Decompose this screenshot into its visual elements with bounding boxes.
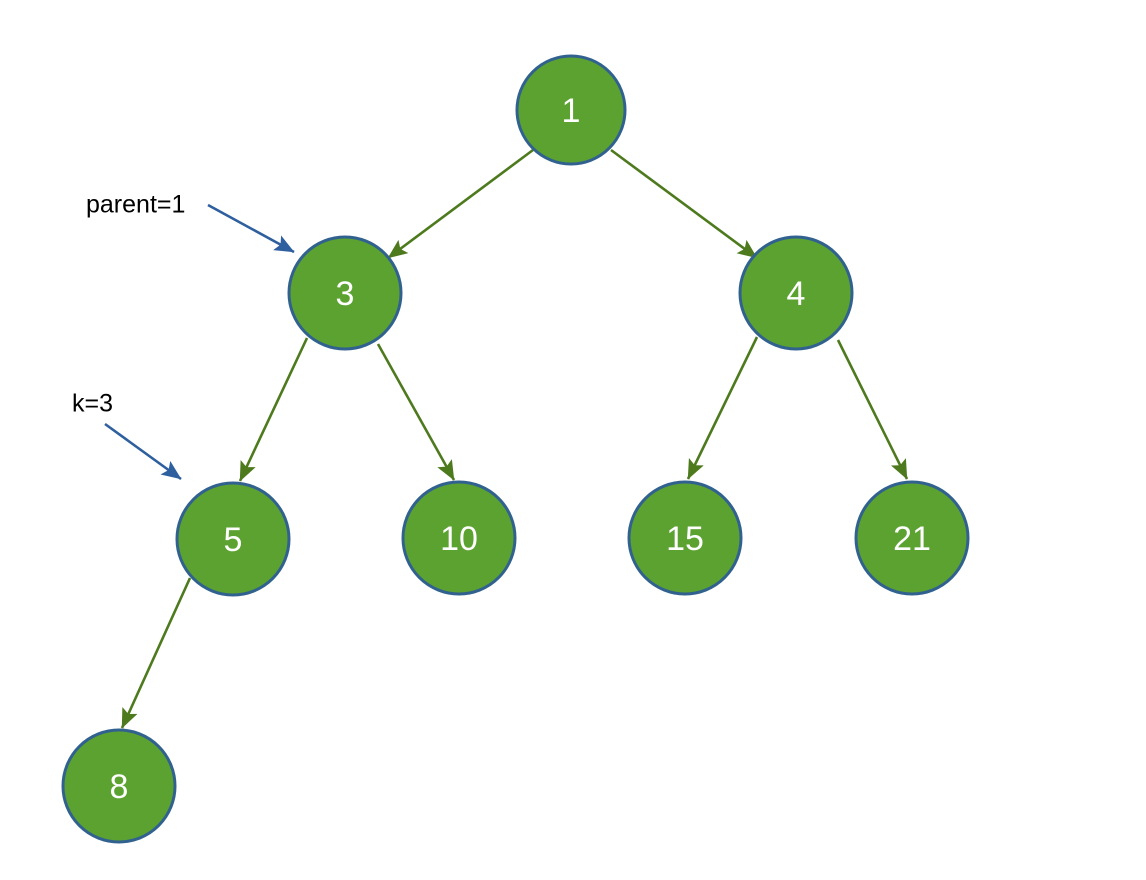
tree-node-1[interactable]: 1 (515, 54, 627, 166)
node-label-15: 15 (666, 520, 704, 558)
node-label-21: 21 (893, 520, 931, 558)
tree-edge-n3-to-n5 (238, 337, 309, 482)
node-circle-8[interactable] (61, 728, 177, 844)
tree-edge-n5-to-n8 (120, 577, 192, 729)
node-label-5: 5 (224, 521, 243, 559)
tree-edge-n4-to-n21 (836, 339, 909, 480)
node-circle-15[interactable] (627, 480, 743, 596)
anno-parent-arrow-icon (207, 203, 295, 254)
tree-node-10[interactable]: 10 (401, 480, 517, 596)
anno-parent-label: parent=1 (86, 191, 185, 219)
tree-edge-n1-to-n3 (387, 148, 534, 260)
tree-node-8[interactable]: 8 (61, 728, 177, 844)
tree-node-3[interactable]: 3 (287, 235, 403, 351)
node-label-10: 10 (440, 520, 478, 558)
anno-k: k=3 (72, 390, 182, 481)
tree-edge-n1-to-n4 (610, 148, 758, 260)
node-label-1: 1 (562, 92, 581, 130)
node-circle-3[interactable] (287, 235, 403, 351)
anno-parent: parent=1 (86, 191, 295, 254)
tree-node-4[interactable]: 4 (738, 235, 854, 351)
node-circle-1[interactable] (515, 54, 627, 166)
tree-nodes-group: 1 3 4 5 10 15 21 8 (61, 54, 970, 844)
anno-k-arrow-icon (104, 422, 182, 481)
tree-node-5[interactable]: 5 (175, 481, 291, 597)
node-circle-4[interactable] (738, 235, 854, 351)
annotations-group: parent=1 k=3 (72, 191, 295, 481)
tree-node-21[interactable]: 21 (854, 480, 970, 596)
node-circle-5[interactable] (175, 481, 291, 597)
tree-edge-n4-to-n15 (686, 336, 759, 480)
tree-node-15[interactable]: 15 (627, 480, 743, 596)
tree-edge-n3-to-n10 (376, 343, 456, 481)
node-circle-10[interactable] (401, 480, 517, 596)
node-label-8: 8 (110, 768, 129, 806)
tree-edges-group (120, 148, 909, 729)
node-circle-21[interactable] (854, 480, 970, 596)
anno-k-label: k=3 (72, 390, 113, 418)
node-label-4: 4 (787, 275, 806, 313)
node-label-3: 3 (336, 275, 355, 313)
